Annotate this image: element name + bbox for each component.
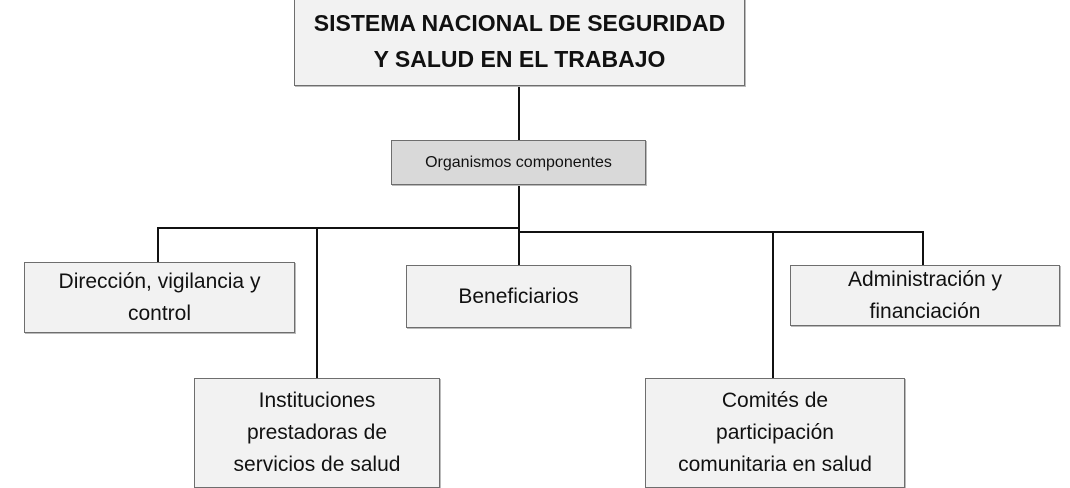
node-text: control — [127, 301, 192, 325]
connector-instituciones — [316, 227, 318, 378]
node-administracion: Administración y financiación — [790, 265, 1060, 326]
root-title-line1: SISTEMA NACIONAL DE SEGURIDAD — [313, 10, 726, 36]
connector-direccion — [157, 227, 159, 262]
group-label: Organismos componentes — [425, 153, 612, 171]
node-text: financiación — [869, 299, 981, 323]
node-direccion: Dirección, vigilancia y control — [24, 262, 295, 333]
connector-administracion — [922, 231, 924, 265]
group-node: Organismos componentes — [391, 140, 646, 185]
connector-group-down — [518, 185, 520, 232]
node-text: servicios de salud — [233, 453, 401, 476]
node-text: Beneficiarios — [458, 284, 579, 308]
root-title-line2: Y SALUD EN EL TRABAJO — [373, 46, 666, 72]
connector-comites — [772, 231, 774, 378]
node-text: Comités de — [721, 389, 829, 412]
root-node: SISTEMA NACIONAL DE SEGURIDAD Y SALUD EN… — [294, 0, 745, 86]
connector-horizontal-left — [158, 227, 520, 229]
node-beneficiarios: Beneficiarios — [406, 265, 631, 328]
connector-horizontal-right — [518, 231, 924, 233]
node-text: prestadoras de — [246, 421, 388, 444]
connector-root-group — [518, 86, 520, 140]
node-text: comunitaria en salud — [678, 453, 872, 476]
node-text: Administración y — [847, 267, 1003, 291]
connector-beneficiarios — [518, 231, 520, 265]
node-text: Dirección, vigilancia y — [58, 269, 261, 293]
node-text: Instituciones — [258, 389, 376, 412]
node-comites: Comités de participación comunitaria en … — [645, 378, 905, 488]
node-text: participación — [716, 421, 834, 444]
node-instituciones: Instituciones prestadoras de servicios d… — [194, 378, 440, 488]
